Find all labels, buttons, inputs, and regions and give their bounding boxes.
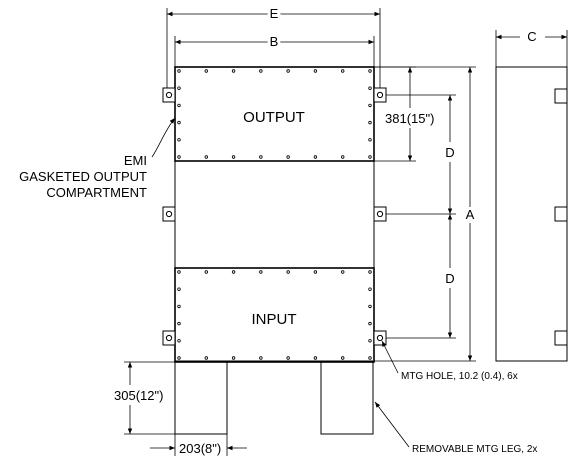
dimension-203 [150, 434, 247, 456]
bolt-dot [341, 69, 345, 73]
dimension-d [386, 94, 456, 339]
bolt-dot [231, 155, 236, 159]
emi-callout [151, 117, 176, 158]
output-compartment [174, 66, 375, 162]
mounting-tab-bottom-right [373, 330, 387, 346]
cabinet-front-view [174, 66, 375, 435]
dimension-203-label: 203(8") [179, 441, 221, 456]
bolt-dot [204, 69, 208, 73]
bolt-dot [177, 120, 181, 125]
mounting-tab-mid-right [373, 206, 387, 222]
bolt-dot [231, 356, 236, 360]
bolt-dot [177, 270, 181, 274]
mounting-leg-right [320, 361, 374, 435]
emi-label-line2: GASKETED OUTPUT [19, 169, 147, 184]
dimension-b [174, 36, 375, 67]
bolt-dot [204, 356, 208, 360]
bolt-dot [259, 69, 263, 73]
emi-label-line1: EMI [124, 153, 147, 168]
mounting-tab-top-right [373, 87, 387, 103]
bolt-dot [368, 287, 372, 291]
bolt-dot [286, 270, 290, 274]
mounting-tab-mid-left [162, 206, 176, 222]
mtg-hole-callout [381, 340, 399, 374]
mtg-hole-label: MTG HOLE, 10.2 (0.4), 6x [401, 371, 518, 382]
bolt-dot [231, 270, 236, 274]
dimension-e-label: E [270, 6, 279, 21]
bolt-dot [177, 138, 181, 142]
bolt-dot [368, 138, 372, 142]
bolt-dot [286, 155, 290, 159]
output-label: OUTPUT [243, 109, 305, 126]
gasket-bolt-pattern [177, 69, 372, 360]
bolt-dot [286, 69, 290, 73]
input-compartment [174, 267, 375, 363]
bolt-dot [368, 321, 372, 326]
bolt-dot [313, 69, 318, 73]
dimension-b-label: B [270, 34, 279, 49]
dimension-381-label: 381(15") [385, 111, 434, 126]
bolt-dot [368, 69, 372, 73]
bolt-dot [259, 270, 263, 274]
input-label: INPUT [252, 311, 297, 328]
cabinet-side-view [495, 66, 568, 362]
bolt-dot [368, 356, 372, 360]
side-tab-top [554, 88, 568, 104]
dimension-c [495, 30, 568, 67]
bolt-dot [177, 287, 181, 291]
bolt-dot [177, 86, 181, 90]
bolt-dot [259, 356, 263, 360]
mounting-leg-left [174, 361, 228, 435]
bolt-dot [341, 356, 345, 360]
mounting-tab-bottom-left [162, 330, 176, 346]
bolt-dot [177, 69, 181, 73]
bolt-dot [259, 155, 263, 159]
side-tab-mid [554, 206, 568, 222]
bolt-dot [341, 270, 345, 274]
bolt-dot [177, 304, 181, 309]
mtg-leg-label: REMOVABLE MTG LEG, 2x [412, 444, 537, 455]
bolt-dot [177, 103, 181, 108]
bolt-dot [368, 339, 372, 343]
bolt-dot [368, 155, 372, 159]
dimension-305-label: 305(12") [114, 388, 163, 403]
mounting-tabs [162, 87, 387, 346]
dimension-e [166, 8, 381, 88]
dimension-d-lower-label: D [445, 271, 454, 286]
mounting-tab-top-left [162, 87, 176, 103]
dimension-d-upper-label: D [445, 145, 454, 160]
bolt-dot [368, 103, 372, 108]
bolt-dot [313, 270, 318, 274]
bolt-dot [204, 155, 208, 159]
bolt-dot [231, 69, 236, 73]
bolt-dot [313, 356, 318, 360]
bolt-dot [368, 270, 372, 274]
emi-label-line3: COMPARTMENT [46, 185, 147, 200]
bolt-dot [286, 356, 290, 360]
bolt-dot [341, 155, 345, 159]
dimension-c-label: C [527, 29, 536, 44]
bolt-dot [368, 86, 372, 90]
dimension-a-label: A [466, 207, 475, 222]
mtg-leg-callout [374, 401, 410, 448]
bolt-dot [368, 120, 372, 125]
bolt-dot [368, 304, 372, 309]
bolt-dot [177, 356, 181, 360]
bolt-dot [177, 339, 181, 343]
dimension-305 [124, 361, 175, 435]
bolt-dot [177, 321, 181, 326]
bolt-dot [204, 270, 208, 274]
side-tab-bottom [554, 330, 568, 346]
dimension-a [374, 66, 476, 362]
bolt-dot [313, 155, 318, 159]
bolt-dot [177, 155, 181, 159]
